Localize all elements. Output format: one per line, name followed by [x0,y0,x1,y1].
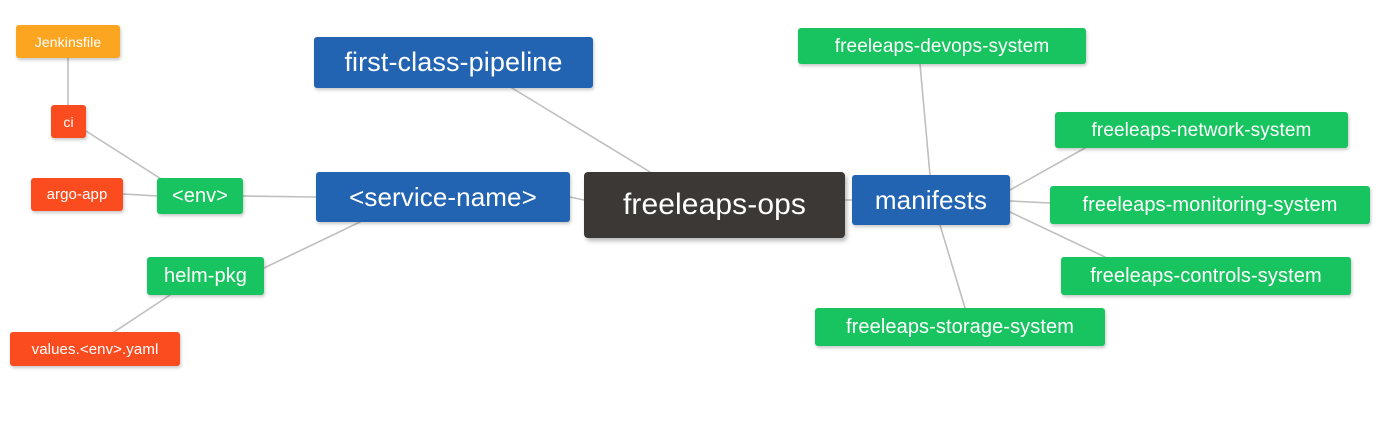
node-label-network-system: freeleaps-network-system [1091,119,1312,141]
node-helm-pkg[interactable]: helm-pkg [147,257,264,295]
edge-service-name-to-helm-pkg [263,221,361,269]
node-label-ci: ci [63,113,74,130]
edge-manifests-to-network-system [1009,147,1086,191]
edge-argo-app-to-env [122,193,158,197]
edge-first-class-pipeline-to-freeleaps-ops [511,87,651,173]
node-label-service-name: <service-name> [349,182,537,212]
node-controls-system[interactable]: freeleaps-controls-system [1061,257,1351,295]
edge-manifests-to-devops-system [919,63,931,176]
node-freeleaps-ops[interactable]: freeleaps-ops [584,172,845,238]
node-ci[interactable]: ci [51,105,86,138]
node-label-jenkinsfile: Jenkinsfile [34,33,102,50]
edge-helm-pkg-to-values-env-yaml [113,294,171,333]
node-service-name[interactable]: <service-name> [316,172,570,222]
node-monitoring-system[interactable]: freeleaps-monitoring-system [1050,186,1370,224]
node-label-values-env-yaml: values.<env>.yaml [31,340,159,358]
node-first-class-pipeline[interactable]: first-class-pipeline [314,37,593,88]
edge-service-name-to-freeleaps-ops [569,196,585,201]
node-label-devops-system: freeleaps-devops-system [834,35,1050,57]
node-label-freeleaps-ops: freeleaps-ops [622,188,807,221]
node-label-helm-pkg: helm-pkg [163,265,248,287]
node-argo-app[interactable]: argo-app [31,178,123,211]
node-env[interactable]: <env> [157,178,243,214]
node-devops-system[interactable]: freeleaps-devops-system [798,28,1086,64]
node-label-first-class-pipeline: first-class-pipeline [344,47,563,77]
node-label-argo-app: argo-app [46,186,108,203]
node-manifests[interactable]: manifests [852,175,1010,225]
node-storage-system[interactable]: freeleaps-storage-system [815,308,1105,346]
edge-manifests-to-storage-system [939,224,966,309]
node-label-manifests: manifests [874,185,988,215]
node-values-env-yaml[interactable]: values.<env>.yaml [10,332,180,366]
node-label-monitoring-system: freeleaps-monitoring-system [1082,194,1338,216]
node-label-controls-system: freeleaps-controls-system [1090,265,1322,287]
node-label-storage-system: freeleaps-storage-system [845,316,1075,338]
edge-manifests-to-monitoring-system [1009,200,1051,204]
node-jenkinsfile[interactable]: Jenkinsfile [16,25,120,58]
node-network-system[interactable]: freeleaps-network-system [1055,112,1348,148]
node-label-env: <env> [171,185,229,207]
edge-env-to-service-name [242,195,317,198]
